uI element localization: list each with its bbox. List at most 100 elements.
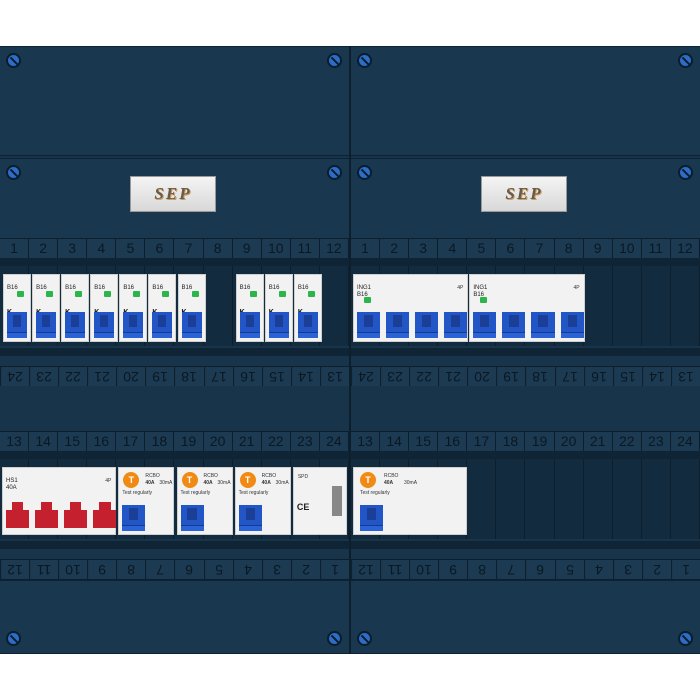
breaker-lever [360, 505, 384, 531]
module-number: 2 [380, 239, 410, 258]
module-number: 4 [232, 560, 262, 579]
rail-slot [642, 459, 671, 539]
module-number: 18 [525, 367, 555, 386]
rail-slot [584, 266, 613, 346]
module-number: 5 [467, 239, 497, 258]
module-number: 12 [320, 239, 349, 258]
screw-icon [327, 165, 342, 180]
brand-text: SEP [154, 184, 192, 203]
module-number: 8 [467, 560, 497, 579]
module-number: 5 [116, 239, 146, 258]
module-number: 2 [29, 239, 59, 258]
rail-slot [467, 459, 497, 539]
rcbo-sensitivity: 30mA [275, 480, 289, 486]
screw-icon [6, 53, 21, 68]
module-number: 15 [261, 367, 291, 386]
screw-icon [357, 53, 372, 68]
mcb-rating: B16 [7, 285, 18, 291]
module-number: 4 [438, 239, 468, 258]
test-button[interactable]: T [239, 472, 256, 488]
main-switch-lever [6, 502, 30, 528]
rcbo-name: RCBO [261, 473, 277, 479]
breaker-lever [65, 312, 86, 338]
module-number: 15 [409, 432, 439, 451]
module-number: 21 [438, 367, 468, 386]
module-number: 1 [670, 560, 700, 579]
breaker-lever [181, 312, 202, 338]
module-number: 23 [29, 367, 59, 386]
module-number: 21 [87, 367, 117, 386]
breaker-lever [36, 312, 57, 338]
rcbo-test-label: Test regularly [238, 490, 269, 496]
breaker-lever [239, 312, 260, 338]
mcb-breaker: B16K [32, 274, 61, 342]
rcbo-test-label: Test regularly [122, 490, 153, 496]
rail-slot [525, 459, 555, 539]
module-number: 23 [291, 432, 320, 451]
brand-label: SEP [481, 176, 567, 212]
center-divider [349, 46, 351, 654]
module-number: 19 [145, 367, 175, 386]
mcb-rating: B16 [239, 285, 251, 291]
module-number: 24 [351, 367, 381, 386]
module-number: 20 [116, 367, 146, 386]
bottom-cover-left [0, 580, 349, 654]
module-number: 7 [174, 239, 204, 258]
module-number: 11 [291, 239, 320, 258]
rcbo-rating: 40A [384, 480, 394, 486]
test-button[interactable]: T [123, 472, 140, 488]
main-switch-poles: 4P [105, 478, 112, 484]
rail-slot [613, 266, 642, 346]
screw-icon [678, 165, 693, 180]
breaker-lever [7, 312, 28, 338]
module-number: 3 [261, 560, 291, 579]
rail-slot [671, 266, 700, 346]
spd-label: SPD [297, 474, 309, 480]
module-number: 18 [174, 367, 204, 386]
breaker-lever [180, 505, 204, 531]
mcb-rating: B16 [268, 285, 280, 291]
screw-icon [327, 53, 342, 68]
module-number: 8 [116, 560, 146, 579]
breaker-lever [531, 312, 555, 338]
module-number: 13 [670, 367, 700, 386]
status-indicator [162, 291, 170, 297]
screw-icon [357, 631, 372, 646]
module-number: 17 [554, 367, 584, 386]
module-number: 6 [145, 239, 175, 258]
mcb-breaker: B16K [119, 274, 148, 342]
rcbo-rating: 40A [261, 480, 271, 486]
test-button[interactable]: T [360, 472, 376, 488]
module-number: 3 [58, 239, 88, 258]
module-number: 17 [467, 432, 497, 451]
rail-band [0, 348, 349, 356]
module-number: 9 [87, 560, 117, 579]
module-number: 6 [174, 560, 204, 579]
test-button[interactable]: T [181, 472, 198, 488]
module-number: 5 [203, 560, 233, 579]
rail-band [0, 541, 349, 549]
rcd-rating: B16 [473, 292, 485, 298]
module-number: 10 [409, 560, 439, 579]
top-cover-right [351, 46, 700, 156]
module-number: 16 [232, 367, 262, 386]
screw-icon [327, 631, 342, 646]
rail-band [351, 348, 700, 356]
rail-band [0, 451, 349, 459]
breaker-lever [94, 312, 115, 338]
rcd-rating: B16 [357, 292, 368, 298]
rail-slot [584, 459, 613, 539]
module-number: 9 [233, 239, 262, 258]
status-indicator [46, 291, 54, 297]
breaker-lever [357, 312, 381, 338]
module-number: 19 [174, 432, 204, 451]
status-indicator [307, 291, 315, 297]
